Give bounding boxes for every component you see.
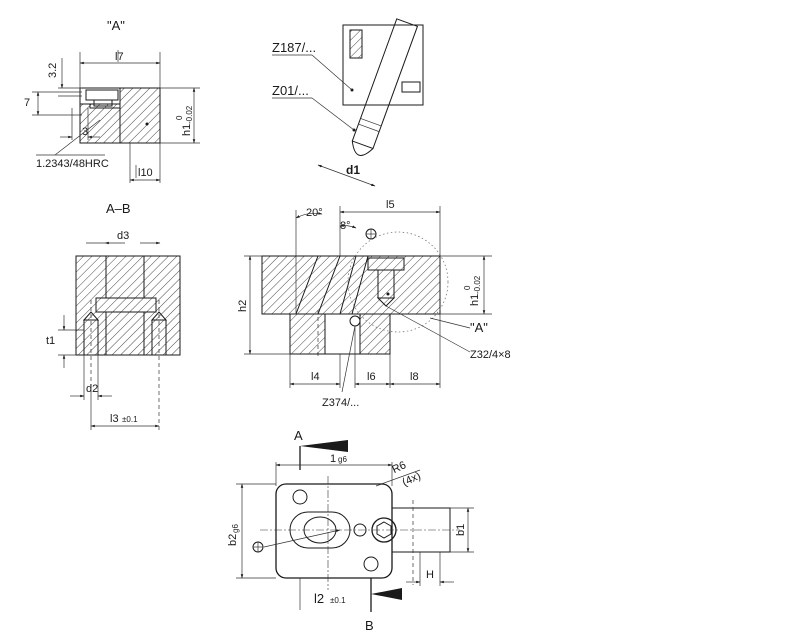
dim-l4: l4: [311, 371, 320, 383]
detail-a-view: "A" l7 3.2 7 3 1.2343/48H: [24, 18, 200, 183]
h1-tol-bot-a: -0.02: [185, 105, 194, 124]
plan-target-leader: [263, 529, 341, 548]
l3-tol: ±0.1: [122, 415, 138, 424]
h1-tol-bot-main: -0.02: [473, 275, 482, 294]
dim-h2: h2: [237, 300, 249, 312]
detail-a-slot: [89, 103, 121, 109]
dim-l3: l3: [110, 413, 119, 425]
corner-hole-br: [363, 556, 379, 572]
label-z187: Z187/...: [272, 40, 316, 55]
section-ab-body: [75, 255, 181, 356]
dim-l2: l2: [314, 591, 324, 606]
plan-screw-hex: [376, 521, 392, 539]
h1-label-group: h1 0 -0.02: [175, 105, 194, 136]
material-spec: 1.2343/48HRC: [36, 158, 109, 170]
main-view: "A" 20° 8° l5 h2 h1 0 -0.02 Z32/4×8: [237, 199, 511, 409]
dim-l8: l8: [410, 371, 419, 383]
detail-a-pocket: [85, 89, 119, 101]
detail-ref-leader: [429, 317, 471, 329]
dim-d2: d2: [86, 383, 98, 395]
dim-b2: b2: [227, 534, 239, 546]
dim-b1: b1: [455, 524, 467, 536]
corner-hole-tl: [292, 489, 308, 505]
detail-a-hatch-right: [119, 87, 161, 144]
detail-a-screw-head: [93, 99, 113, 107]
main-inclined-slot-2: [339, 255, 369, 315]
section-ab-title: A–B: [106, 201, 131, 216]
h1-tol-top-a: 0: [175, 115, 184, 120]
section-label-b: B: [365, 618, 374, 633]
dim-d3: d3: [117, 230, 129, 242]
z32-leader: [385, 305, 471, 353]
dim-l1: 1: [330, 453, 336, 465]
main-lower-hatch-r: [359, 313, 391, 355]
label-z32: Z32/4×8: [470, 349, 511, 361]
detail-a-circle: [347, 231, 449, 333]
dim-h: H: [426, 569, 434, 581]
main-upper-body: [261, 255, 441, 315]
z374-circle: [349, 315, 361, 327]
top-view-body: [342, 24, 424, 106]
plan-view: A 1 g6 R6 (4x): [227, 428, 474, 633]
top-view: Z187/... Z01/... d1: [272, 18, 424, 187]
section-ab-lower-bore: [105, 311, 145, 356]
main-lower-hatch-l: [289, 313, 326, 355]
angle-20-arc: [295, 212, 323, 219]
b2-label-group: b2 g6: [227, 524, 240, 546]
dim-d1: d1: [346, 163, 360, 177]
dim-h1-a: h1: [181, 124, 193, 136]
dim-l5: l5: [386, 199, 395, 211]
angle-8: 8°: [340, 220, 351, 232]
top-view-tab: [401, 81, 421, 93]
radius-count: (4x): [400, 470, 422, 489]
d1-line: [317, 164, 376, 187]
h1-tol-top-main: 0: [463, 285, 472, 290]
angle-20: 20°: [306, 207, 323, 219]
material-leader: [54, 119, 101, 156]
inclined-pin: [351, 18, 419, 156]
dim-t1: t1: [46, 335, 55, 347]
pin-body: [351, 18, 419, 150]
label-z374: Z374/...: [322, 397, 359, 409]
detail-a-title: "A": [107, 18, 125, 33]
section-a-arrow: [300, 440, 348, 452]
section-ab-view: A–B d3 t1 d2 l3 ±0.1: [46, 201, 181, 430]
l1-tol: g6: [338, 455, 347, 464]
pin-tip: [351, 140, 374, 156]
main-point: [386, 292, 390, 296]
pin-groove-1: [360, 118, 382, 127]
pin-right-tip: [150, 311, 168, 321]
section-label-a: A: [294, 428, 303, 443]
section-b-arrow: [371, 588, 402, 600]
detail-a-point: [145, 122, 149, 126]
dim-l7: l7: [115, 51, 124, 63]
dim-7: 7: [24, 97, 30, 109]
top-view-slot-hatch: [349, 29, 363, 59]
main-h1-label-group: h1 0 -0.02: [463, 275, 482, 306]
dim-l10: l10: [138, 167, 153, 179]
z374-leader: [341, 325, 356, 393]
dim-3-2: 3.2: [47, 63, 59, 78]
main-screw-tip: [376, 297, 396, 307]
label-z01: Z01/...: [272, 83, 309, 98]
b2-tol: g6: [231, 524, 240, 533]
dim-h1-main: h1: [469, 294, 481, 306]
r6-leader: [375, 469, 421, 487]
dim-l6: l6: [367, 371, 376, 383]
pin-groove-2: [358, 123, 380, 132]
l2-tol: ±0.1: [330, 596, 346, 605]
z187-leader: [311, 54, 353, 91]
radius-label: R6: [390, 459, 408, 476]
pin-left-tip: [82, 311, 100, 321]
detail-a-ref: "A": [470, 320, 488, 335]
z01-leader: [311, 97, 355, 131]
